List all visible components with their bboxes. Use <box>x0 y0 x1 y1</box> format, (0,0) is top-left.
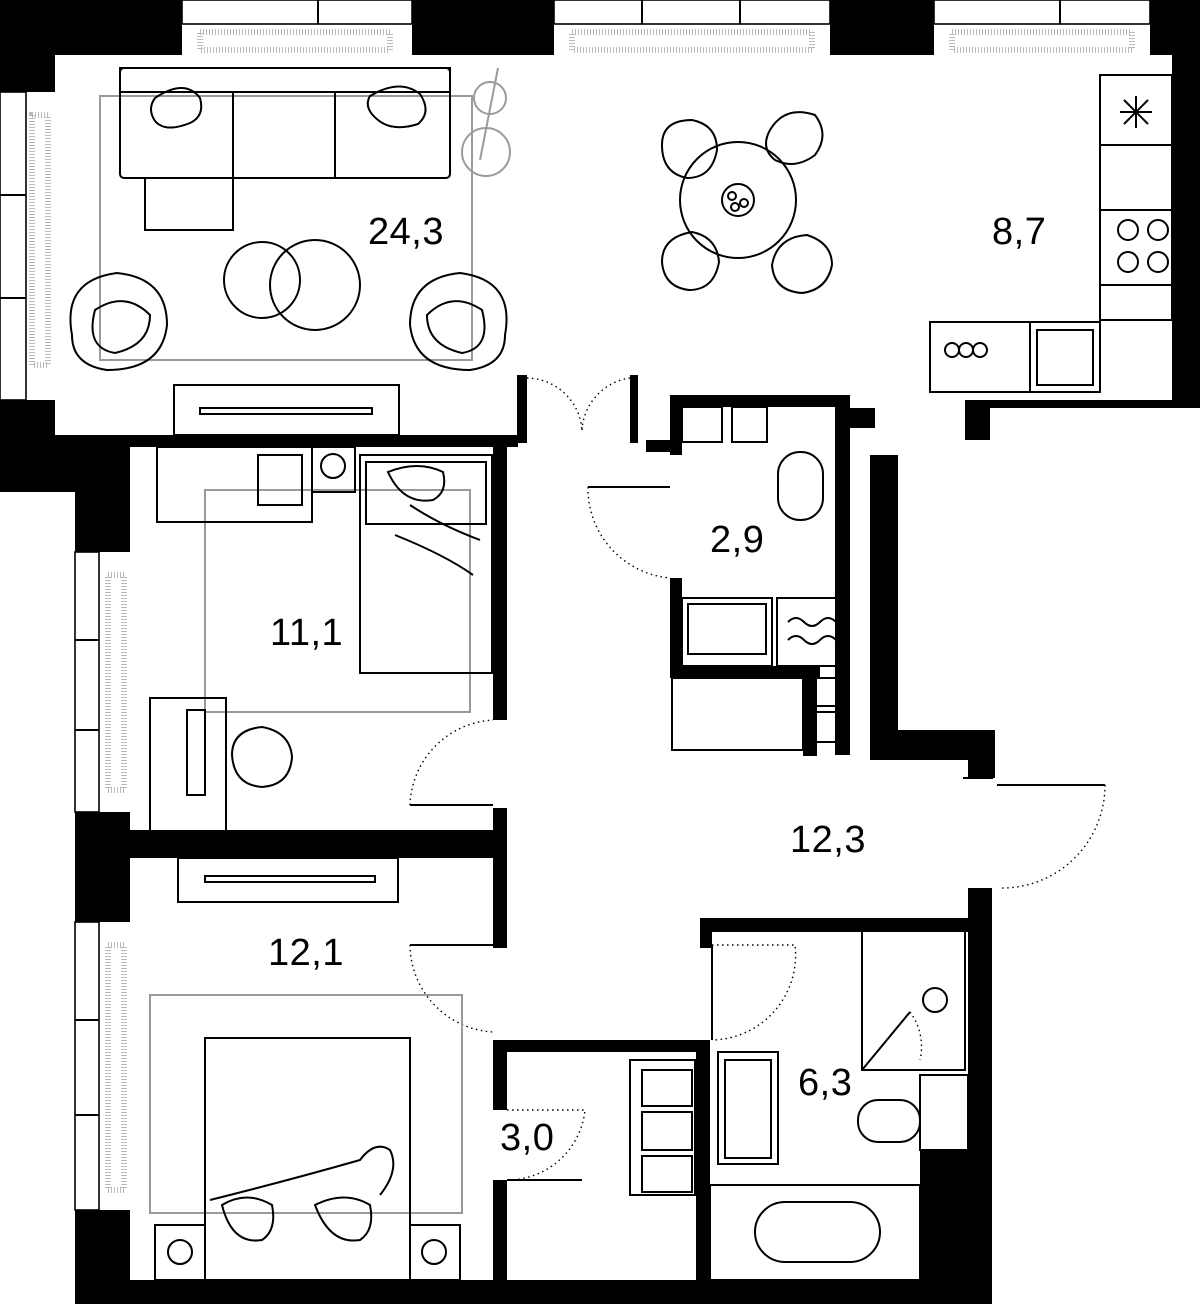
area-closet: 3,0 <box>500 1117 554 1159</box>
doors <box>409 377 1106 1181</box>
interior-walls <box>130 375 975 1280</box>
toilet-fixtures <box>671 406 843 751</box>
area-living-room: 24,3 <box>368 211 444 253</box>
windows <box>0 0 1151 1211</box>
bedroom-1-furniture <box>149 446 493 833</box>
bathroom-fixtures <box>709 929 969 1281</box>
kitchen-furniture <box>660 74 1173 393</box>
area-labels: 24,3 8,7 11,1 2,9 12,3 12,1 3,0 6,3 <box>268 211 1046 1159</box>
area-hallway: 12,3 <box>790 819 866 861</box>
area-toilet: 2,9 <box>710 519 764 561</box>
area-bathroom: 6,3 <box>798 1062 852 1104</box>
radiators <box>29 29 1135 1193</box>
area-bedroom-1: 11,1 <box>270 612 343 654</box>
closet-fixtures <box>629 1059 696 1196</box>
area-kitchen: 8,7 <box>992 211 1046 253</box>
area-bedroom-2: 12,1 <box>268 932 344 974</box>
bedroom-2-furniture <box>149 857 463 1281</box>
living-room-furniture <box>69 67 511 436</box>
